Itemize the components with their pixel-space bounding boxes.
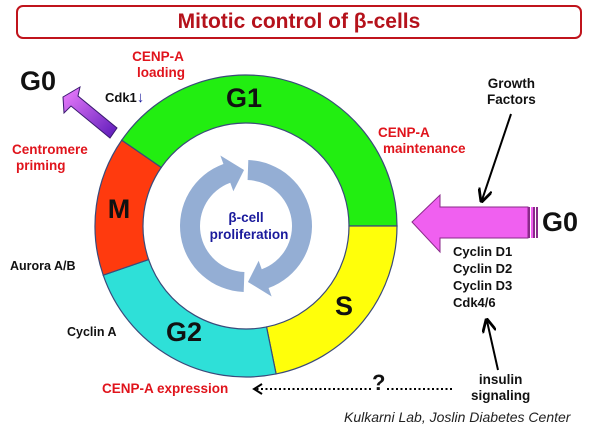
phase-label-s: S: [335, 291, 353, 321]
cenpa-maintenance-label: CENP-A maintenance: [378, 125, 466, 156]
cenpa-expression-label: CENP-A expression: [102, 381, 229, 396]
centromere-line2: priming: [16, 157, 66, 173]
phase-label-g1: G1: [226, 83, 262, 113]
cell-cycle-ring: [94, 74, 398, 378]
dotted-arrow-head: [252, 383, 263, 395]
proliferation-cycle-arrows: [179, 155, 312, 297]
cenpa-maint-line2: maintenance: [383, 140, 466, 156]
insulin-line2: signaling: [471, 387, 531, 403]
unknown-link-question-mark: ?: [371, 370, 387, 396]
cyclin-a-label: Cyclin A: [67, 325, 117, 339]
cdk46-label: Cdk4/6: [453, 295, 496, 310]
insulin-signaling-label: insulin signaling: [471, 372, 530, 403]
down-arrow-icon: ↓: [136, 89, 145, 106]
aurora-label: Aurora A/B: [10, 259, 76, 273]
cenpa-loading-label: CENP-A loading: [131, 49, 185, 80]
growth-factors-arrow: [482, 113, 512, 200]
diagram-title: Mitotic control of β-cells: [177, 10, 421, 33]
center-label-line1: β-cell: [228, 210, 263, 225]
centromere-line1: Centromere: [12, 142, 88, 157]
center-label-line2: proliferation: [210, 227, 289, 242]
insulin-line1: insulin: [478, 372, 523, 387]
inner-arrow-right: [247, 160, 312, 297]
g0-label-right: G0: [542, 207, 579, 237]
centromere-priming-label: Centromere priming: [12, 142, 88, 173]
phase-label-g2: G2: [166, 317, 202, 347]
growth-factors-label: Growth Factors: [487, 76, 536, 107]
cyclin-d1-label: Cyclin D1: [453, 244, 513, 259]
g0-label-left: G0: [20, 66, 57, 96]
title-box: Mitotic control of β-cells: [16, 5, 582, 39]
cdk1-label: Cdk1↓: [105, 89, 144, 106]
phase-label-m: M: [108, 194, 131, 224]
cdk1-text: Cdk1: [105, 90, 137, 105]
phase-segment-m: [94, 139, 163, 276]
cenpa-loading-line2: loading: [137, 64, 185, 80]
growth-line2: Factors: [487, 91, 536, 107]
credit-label: Kulkarni Lab, Joslin Diabetes Center: [344, 409, 571, 425]
inner-arrow-left: [179, 155, 245, 292]
g0-entry-arrow: [411, 193, 538, 254]
cenpa-loading-line1: CENP-A: [132, 49, 184, 64]
g0-exit-arrow: [62, 85, 118, 139]
cyclin-d2-label: Cyclin D2: [453, 261, 513, 276]
phase-segment-s: [265, 225, 398, 375]
cenpa-maint-line1: CENP-A: [378, 125, 430, 140]
cyclin-d3-label: Cyclin D3: [453, 278, 513, 293]
cyclin-d-list: Cyclin D1 Cyclin D2 Cyclin D3 Cdk4/6: [453, 243, 512, 311]
growth-line1: Growth: [487, 76, 536, 91]
insulin-signaling-arrow: [487, 321, 499, 371]
phase-segment-g1: [120, 74, 398, 227]
